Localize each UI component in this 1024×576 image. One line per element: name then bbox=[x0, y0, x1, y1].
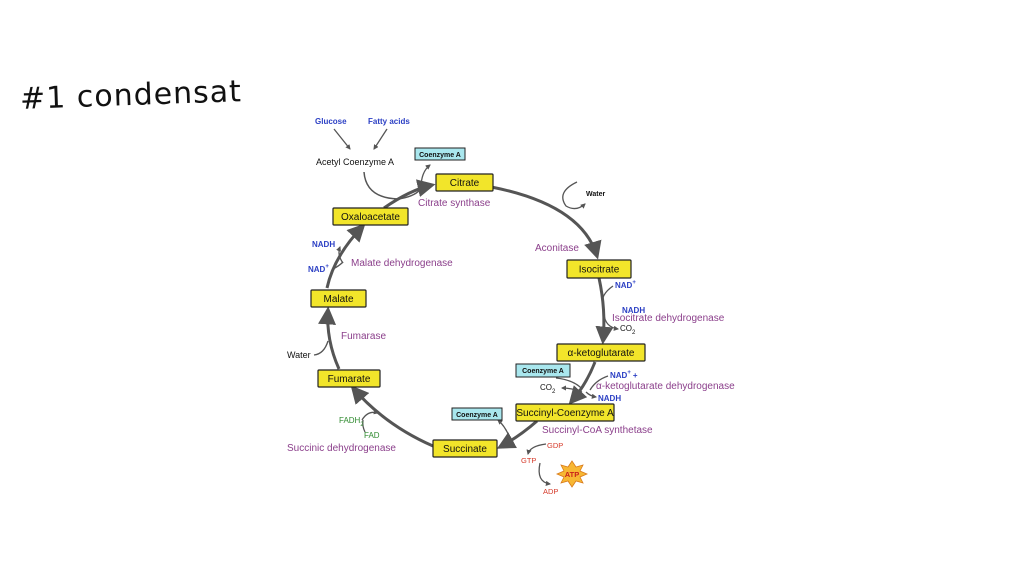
arrow-glucose bbox=[333, 128, 351, 150]
label-acetyl-coa: Acetyl Coenzyme A bbox=[316, 157, 394, 167]
malate-label: Malate bbox=[323, 294, 353, 305]
arrow-nad-isocitrate bbox=[601, 285, 614, 306]
label-gtp: GTP bbox=[521, 456, 536, 465]
metabolite-malate: Malate bbox=[310, 289, 367, 308]
metabolite-alpha-ketoglutarate: α-ketoglutarate bbox=[556, 343, 646, 362]
label-water-fumarase: Water bbox=[287, 350, 311, 360]
citrate-label: Citrate bbox=[450, 178, 480, 189]
arrow-nadh-akg bbox=[585, 391, 598, 399]
coenzyme-a-label-succinyl: Coenzyme A bbox=[456, 412, 498, 419]
oxaloacetate-label: Oxaloacetate bbox=[341, 212, 400, 223]
arrow-co2-isocitrate bbox=[603, 313, 620, 331]
coenzyme-a-box-akg: Coenzyme A bbox=[515, 363, 571, 378]
label-atp: ATP bbox=[565, 470, 579, 479]
arrow-gdp-gtp bbox=[526, 443, 547, 456]
arrow-water-fumarase bbox=[313, 340, 329, 356]
arrow-succinate-to-fumarate bbox=[350, 385, 434, 448]
enzyme-malate-dehydrogenase: Malate dehydrogenase bbox=[351, 258, 453, 269]
arrow-co2-akg bbox=[560, 385, 583, 393]
label-nadh-malate: NADH bbox=[312, 240, 335, 249]
fumarate-label: Fumarate bbox=[328, 374, 371, 385]
label-gdp: GDP bbox=[547, 441, 563, 450]
metabolite-isocitrate: Isocitrate bbox=[566, 259, 632, 279]
arrow-fatty-acids bbox=[373, 128, 388, 150]
arrow-citrate-to-isocitrate bbox=[473, 182, 602, 260]
label-nad-malate: NAD+ bbox=[308, 264, 329, 274]
enzyme-aconitase: Aconitase bbox=[535, 243, 579, 254]
succinyl-coa-label: Succinyl-Coenzyme A bbox=[516, 408, 614, 419]
arrow-fad bbox=[362, 419, 366, 433]
label-fadh2: FADH2 bbox=[339, 416, 364, 428]
side-arrows bbox=[313, 128, 620, 486]
label-nadh-isocitrate: NADH bbox=[622, 306, 645, 315]
arrow-malate-to-oxaloacetate bbox=[325, 223, 366, 289]
arrow-nadh-malate bbox=[336, 246, 344, 264]
label-fatty-acids: Fatty acids bbox=[368, 117, 410, 126]
isocitrate-label: Isocitrate bbox=[579, 265, 620, 276]
label-co2-akg: CO2 bbox=[540, 383, 556, 395]
arrow-isocitrate-to-akg bbox=[595, 277, 614, 345]
arrow-akg-to-succinyl bbox=[568, 361, 597, 405]
enzyme-fumarase: Fumarase bbox=[341, 331, 386, 342]
label-nadh-akg: NADH bbox=[598, 394, 621, 403]
arrow-acetyl-in bbox=[363, 171, 421, 200]
arrow-water-aconitase bbox=[562, 181, 586, 210]
atp-burst-icon: ATP bbox=[555, 460, 589, 488]
enzyme-succinyl-coa-synthetase: Succinyl-CoA synthetase bbox=[542, 425, 653, 436]
enzyme-isocitrate-dehydrogenase: Isocitrate dehydrogenase bbox=[612, 313, 725, 324]
arrow-fadh bbox=[361, 409, 379, 421]
alpha-ketoglutarate-label: α-ketoglutarate bbox=[568, 348, 635, 359]
arrow-coa-succinyl bbox=[497, 419, 511, 439]
metabolite-citrate: Citrate bbox=[435, 173, 494, 192]
enzyme-citrate-synthase: Citrate synthase bbox=[418, 198, 491, 209]
coenzyme-a-label-akg: Coenzyme A bbox=[522, 368, 564, 375]
arrow-oxaloacetate-to-citrate bbox=[383, 179, 436, 210]
coenzyme-a-box-succinyl: Coenzyme A bbox=[451, 407, 503, 421]
arrow-nad-akg bbox=[589, 375, 609, 391]
arrow-coa-akg bbox=[555, 377, 583, 390]
arrow-atp-adp bbox=[538, 462, 552, 486]
label-co2-isocitrate: CO2 bbox=[620, 324, 636, 336]
label-water-aconitase: Water bbox=[586, 191, 605, 198]
enzyme-akg-dehydrogenase: α-ketoglutarate dehydrogenase bbox=[596, 381, 735, 392]
label-fad: FAD bbox=[364, 431, 380, 440]
cycle-arrows bbox=[318, 179, 614, 449]
arrow-coa-out bbox=[420, 164, 431, 189]
label-glucose: Glucose bbox=[315, 117, 347, 126]
metabolite-fumarate: Fumarate bbox=[317, 369, 381, 388]
arrow-fumarate-to-malate bbox=[318, 306, 341, 370]
enzyme-succinic-dehydrogenase: Succinic dehydrogenase bbox=[287, 443, 396, 454]
label-adp: ADP bbox=[543, 487, 558, 496]
label-nad-isocitrate: NAD+ bbox=[615, 280, 636, 290]
arrow-nad-malate bbox=[332, 261, 344, 270]
succinate-label: Succinate bbox=[443, 444, 487, 455]
coenzyme-a-box-top: Coenzyme A bbox=[414, 147, 466, 161]
label-nad-akg: NAD++ bbox=[610, 370, 638, 380]
coenzyme-a-label-top: Coenzyme A bbox=[419, 152, 461, 159]
metabolite-succinate: Succinate bbox=[432, 439, 498, 458]
arrow-succinyl-to-succinate bbox=[496, 419, 538, 449]
metabolite-oxaloacetate: Oxaloacetate bbox=[332, 207, 409, 226]
metabolite-succinyl-coa: Succinyl-Coenzyme A bbox=[515, 403, 615, 422]
